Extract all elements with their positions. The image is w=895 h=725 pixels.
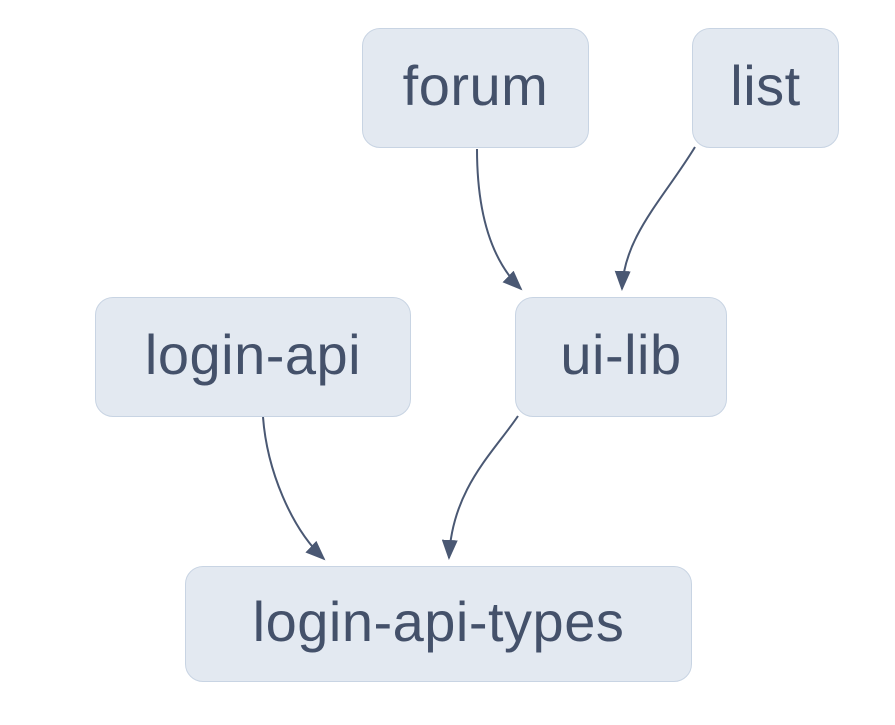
node-ui-lib-label: ui-lib [560,323,682,386]
node-forum-label: forum [402,54,549,117]
node-ui-lib: ui-lib [515,297,727,417]
node-list: list [692,28,839,148]
edge-forum-to-ui-lib [476,148,523,291]
node-login-api-types: login-api-types [185,566,692,682]
node-login-api-types-label: login-api-types [252,590,625,653]
edge-login-api-to-login-api-types [262,416,326,561]
node-forum: forum [362,28,589,148]
node-login-api: login-api [95,297,411,417]
node-list-label: list [730,54,801,117]
edge-ui-lib-to-login-api-types [441,415,519,560]
edge-list-to-ui-lib [614,146,696,291]
node-login-api-label: login-api [144,323,362,386]
